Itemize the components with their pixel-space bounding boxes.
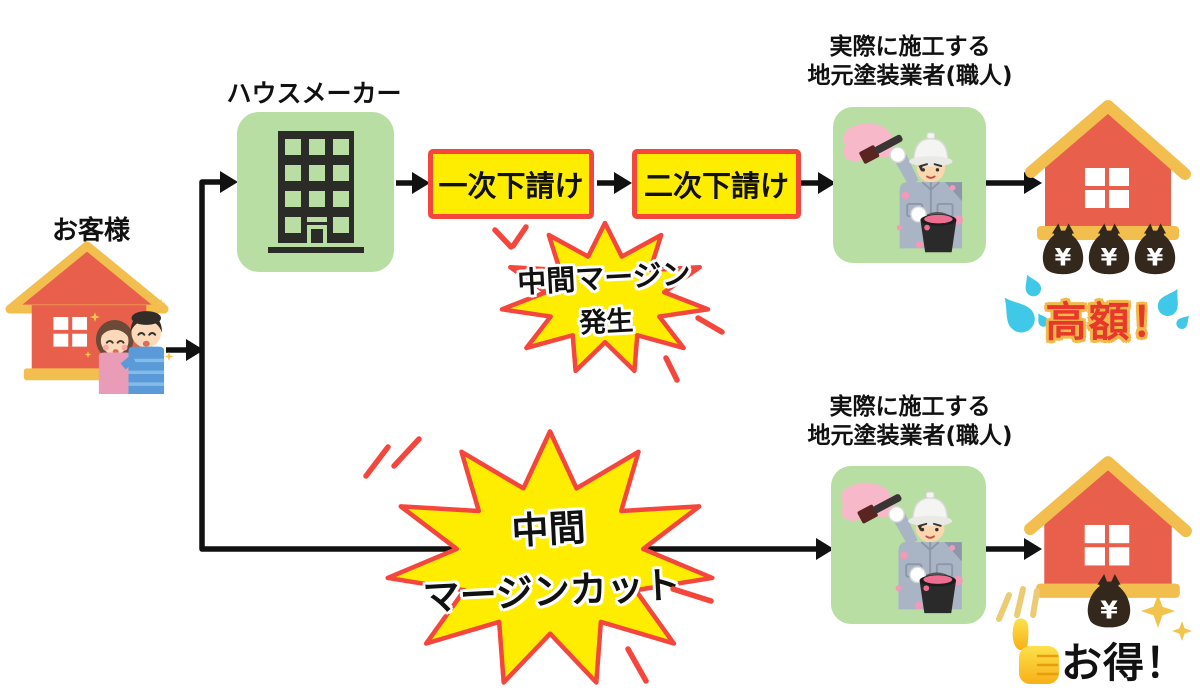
emphasis-rays-icon xyxy=(996,586,1040,622)
painter-worker-illustration xyxy=(840,122,964,254)
margin-cut-burst: 中間 マージンカット xyxy=(383,428,717,686)
top-painter-title-line2: 地元塗装業者(職人) xyxy=(807,63,1013,89)
second-subcontractor-label: 二次下請け xyxy=(643,169,789,203)
arrowhead-to-bottom-painter xyxy=(816,538,834,560)
margin-cut-line2: マージンカット xyxy=(421,563,682,620)
customer-house xyxy=(5,241,169,381)
house-maker-box xyxy=(237,112,394,272)
money-bag-icon: ¥ xyxy=(1134,223,1176,275)
bottom-painter-title: 実際に施工する 地元塗装業者(職人) xyxy=(795,393,1025,451)
husband-figure xyxy=(120,311,165,395)
arrowhead-to-housemaker xyxy=(220,171,238,193)
second-subcontractor-box: 二次下請け xyxy=(632,149,801,219)
first-subcontractor-box: 一次下請け xyxy=(428,149,594,219)
arrowhead-sub2 xyxy=(614,172,632,194)
top-painter-title: 実際に施工する 地元塗装業者(職人) xyxy=(795,33,1025,91)
money-bag-icon: ¥ xyxy=(1042,223,1084,275)
arrowhead-top-painter xyxy=(818,172,836,194)
margin-occurs-line2: 発生 xyxy=(578,305,635,340)
painter-worker-illustration xyxy=(838,481,964,615)
bottom-painter-title-line2: 地元塗装業者(職人) xyxy=(807,423,1013,449)
wife-figure xyxy=(95,319,134,395)
yen-mark: ¥ xyxy=(1101,244,1118,272)
bottom-painter-title-line1: 実際に施工する xyxy=(829,394,991,420)
money-bag-icon: ¥ xyxy=(1088,223,1130,275)
margin-occurs-burst: 中間マージン 発生 xyxy=(499,221,711,373)
money-bag-icon: ¥ xyxy=(1087,573,1131,628)
bottom-painter-box xyxy=(831,466,986,624)
arrowhead-house-top xyxy=(1024,172,1042,194)
margin-occurs-line1: 中間マージン xyxy=(516,256,692,300)
deal-label: お得！ xyxy=(1061,639,1187,687)
top-painter-box xyxy=(833,107,986,263)
margin-cut-line1: 中間 xyxy=(510,506,587,553)
first-subcontractor-label: 一次下請け xyxy=(438,169,584,203)
yen-mark: ¥ xyxy=(1147,244,1164,272)
office-building-icon xyxy=(267,131,364,253)
customer-house-couple-illustration xyxy=(5,241,174,395)
thumbs-up-icon xyxy=(1012,618,1059,684)
yen-mark: ¥ xyxy=(1100,595,1118,624)
margin-cut-text: 中間 マージンカット xyxy=(376,419,723,694)
yen-mark: ¥ xyxy=(1055,244,1072,272)
expensive-label: 高額！ xyxy=(1045,298,1175,346)
house-maker-label: ハウスメーカー xyxy=(226,79,402,108)
arrowhead-sub1 xyxy=(412,172,430,194)
customer-arrowhead xyxy=(186,339,204,361)
arrowhead-house-bottom xyxy=(1024,538,1042,560)
margin-occurs-text: 中間マージン 発生 xyxy=(495,216,715,379)
customer-label: お客様 xyxy=(51,216,130,246)
top-painter-title-line1: 実際に施工する xyxy=(829,34,991,60)
